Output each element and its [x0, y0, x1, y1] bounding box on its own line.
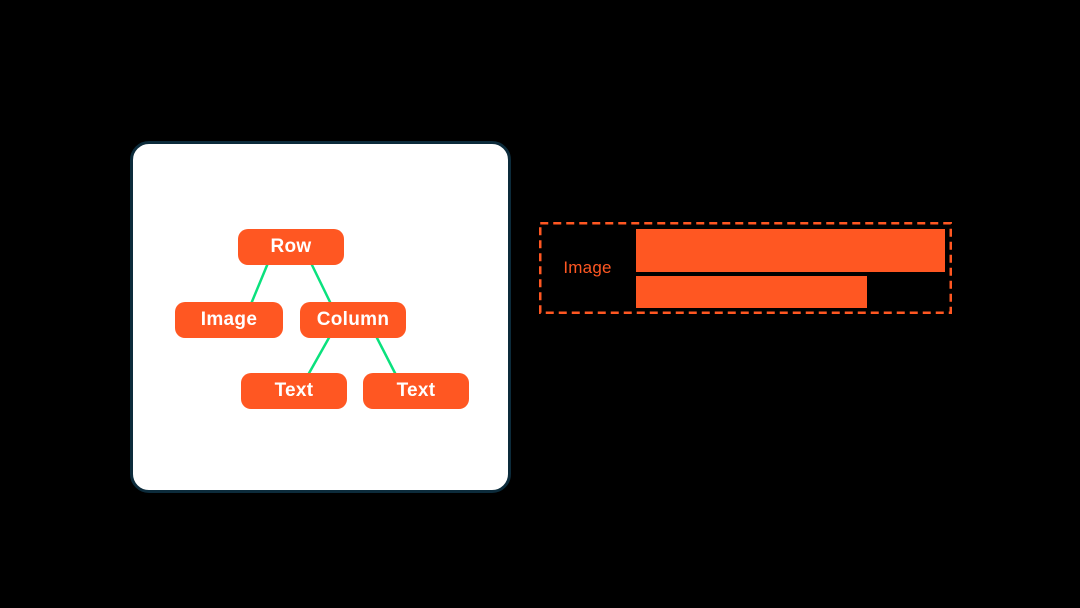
edge-column-text-1 [306, 334, 332, 377]
edge-row-image [249, 261, 270, 306]
edge-row-column [309, 261, 333, 306]
layout-preview: Image [539, 222, 952, 314]
tree-node-text-2-label: Text [396, 380, 436, 401]
tree-node-image-label: Image [200, 309, 258, 330]
tree-node-text-1-label: Text [274, 380, 314, 401]
tree-node-text-1: Text [241, 373, 347, 409]
tree-node-row: Row [238, 229, 344, 265]
widget-tree-card: Row Image Column Text Text [130, 141, 511, 493]
tree-node-image: Image [175, 302, 283, 338]
tree-node-column-label: Column [316, 309, 390, 330]
text-bar-1 [636, 229, 945, 272]
tree-node-text-2: Text [363, 373, 469, 409]
edge-column-text-2 [374, 334, 398, 377]
text-bar-2 [636, 276, 867, 308]
tree-node-column: Column [300, 302, 406, 338]
tree-node-row-label: Row [270, 236, 312, 257]
image-placeholder-label: Image [563, 258, 612, 277]
